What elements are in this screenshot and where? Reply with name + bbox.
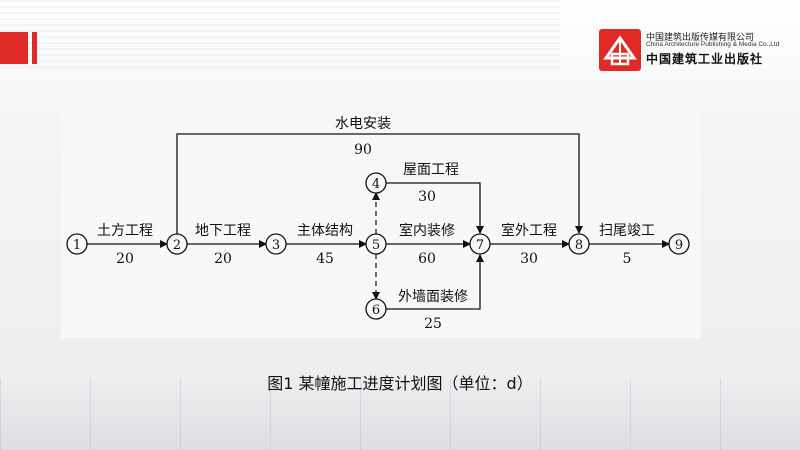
publisher-name-en: China Architecture Publishing & Media Co…: [646, 41, 780, 48]
arrow-6-7: [386, 254, 484, 310]
activity-duration-4-7: 30: [418, 189, 436, 205]
activity-name-2-3: 地下工程: [195, 223, 251, 239]
node-4: 4: [365, 172, 387, 194]
activity-name-8-9: 扫尾竣工: [599, 223, 655, 239]
activity-name-5-7: 室内装修: [399, 222, 455, 239]
figure-caption: 图1 某幢施工进度计划图（单位：d）: [267, 374, 533, 393]
activity-name-7-8: 室外工程: [501, 222, 557, 239]
node-label: 9: [675, 238, 683, 253]
node-7: 7: [469, 233, 491, 255]
node-label: 4: [372, 177, 380, 192]
arrow-4-7: [386, 182, 484, 234]
node-5: 5: [365, 233, 387, 255]
activity-name-4-7: 屋面工程: [403, 162, 459, 178]
node-label: 3: [272, 238, 280, 253]
node-label: 8: [575, 238, 583, 253]
activity-name-6-7: 外墙面装修: [398, 289, 468, 305]
network-diagram: 土方工程 20 地下工程 20 主体结构 45 室内装修 60 屋面工程 30 …: [66, 116, 690, 332]
node-label: 1: [73, 238, 81, 253]
node-9: 9: [668, 233, 690, 255]
activity-duration-7-8: 30: [520, 251, 538, 267]
activity-duration-2-3: 20: [214, 251, 232, 267]
activity-duration-2-8: 90: [354, 142, 372, 158]
activity-duration-3-5: 45: [316, 251, 334, 267]
floor-perspective: [0, 378, 800, 450]
red-accent-block: [0, 32, 28, 64]
publisher-name-cn: 中国建筑出版传媒有限公司: [646, 33, 755, 43]
activity-duration-6-7: 25: [424, 316, 442, 332]
activity-duration-8-9: 5: [623, 251, 632, 267]
activity-duration-5-7: 60: [418, 251, 436, 267]
node-8: 8: [568, 233, 590, 255]
node-label: 7: [476, 238, 484, 253]
activity-name-3-5: 主体结构: [297, 223, 353, 239]
node-2: 2: [166, 233, 188, 255]
red-accent-bar: [32, 32, 37, 64]
node-6: 6: [365, 298, 387, 320]
activity-name-1-2: 土方工程: [97, 223, 153, 239]
decorative-map-stripes: [0, 0, 560, 70]
network-diagram-panel: 土方工程 20 地下工程 20 主体结构 45 室内装修 60 屋面工程 30 …: [61, 114, 701, 338]
arrow-2-8: [176, 133, 583, 234]
publisher-name-calligraphy: 中国建筑工业出版社: [646, 52, 764, 66]
node-1: 1: [66, 233, 88, 255]
activity-name-2-8: 水电安装: [335, 116, 391, 132]
node-3: 3: [265, 233, 287, 255]
activity-duration-1-2: 20: [116, 251, 134, 267]
node-label: 5: [372, 238, 380, 253]
publisher-emblem-icon: [599, 29, 641, 71]
publisher-logo: 中国建筑出版传媒有限公司 China Architecture Publishi…: [598, 28, 798, 76]
node-label: 2: [173, 238, 181, 253]
node-label: 6: [372, 303, 380, 318]
